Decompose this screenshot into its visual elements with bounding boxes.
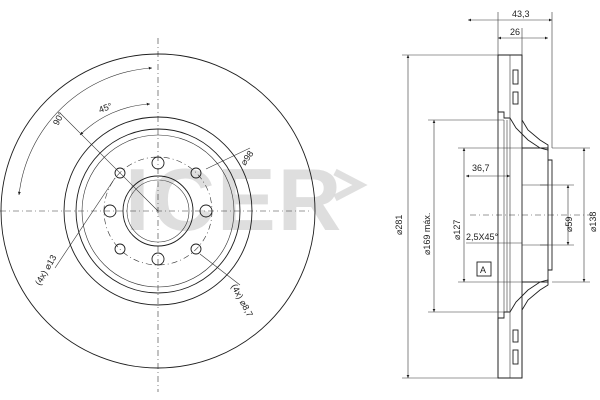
vent-slot	[512, 329, 519, 343]
center-bore-inner	[126, 179, 190, 243]
angle-45-arc	[79, 102, 151, 136]
hat-ribs	[503, 120, 508, 312]
disc-friction-inner-edge	[63, 116, 253, 306]
hub-face	[548, 159, 553, 271]
angle-45-label: 45°	[97, 101, 114, 115]
dim-169-label: ⌀169 máx.	[422, 213, 432, 255]
hole-bolt-label: (4x) ⌀8,7	[229, 282, 255, 318]
vent-slot	[512, 69, 519, 85]
vent-symbol-label: A	[480, 265, 486, 275]
dim-281-label: ⌀281	[394, 215, 404, 235]
dim-138-label: ⌀138	[588, 212, 598, 232]
dim-59-label: ⌀59	[564, 217, 574, 232]
stud-hole	[103, 204, 117, 218]
dim-36-label: 36,7	[472, 163, 490, 173]
stud-hole	[199, 204, 213, 218]
disc-outer-edge	[0, 53, 316, 369]
hat-step-edge	[81, 134, 235, 288]
disc-section-bottom	[497, 279, 549, 379]
bolt-hole	[190, 243, 202, 255]
bolt-hole	[190, 167, 202, 179]
hat-outer-edge	[75, 128, 241, 294]
hole-small-leader	[54, 177, 116, 269]
dim-26-label: 26	[510, 27, 520, 37]
vent-symbol-box	[476, 261, 492, 277]
vent-slot	[512, 349, 519, 365]
dim-127-label: ⌀127	[452, 220, 462, 240]
angle-90-label: 90°	[51, 110, 66, 127]
hole-bolt-leader	[199, 253, 241, 286]
bolt-circle-leader	[205, 147, 251, 170]
disc-section-top	[497, 54, 549, 151]
stud-hole	[151, 156, 165, 170]
center-bore	[122, 175, 194, 247]
angle-ref-line	[59, 112, 159, 212]
angle-90-arc	[17, 66, 153, 196]
chamfer-label: 2,5X45°	[466, 232, 499, 242]
vent-slot	[512, 91, 519, 105]
bolt-hole	[114, 243, 126, 255]
hole-small-label: (4x) ⌀13	[33, 253, 58, 287]
side-view: 43,3 26 ⌀281 ⌀169 máx. ⌀127 36,7 2,5X45°…	[394, 9, 598, 379]
brand-watermark-swoosh	[333, 168, 368, 202]
stud-hole	[151, 252, 165, 266]
dim-43-label: 43,3	[512, 9, 530, 19]
hub-profile	[522, 147, 549, 283]
vent-slots	[512, 69, 519, 365]
wheel-stud-holes	[103, 156, 213, 266]
